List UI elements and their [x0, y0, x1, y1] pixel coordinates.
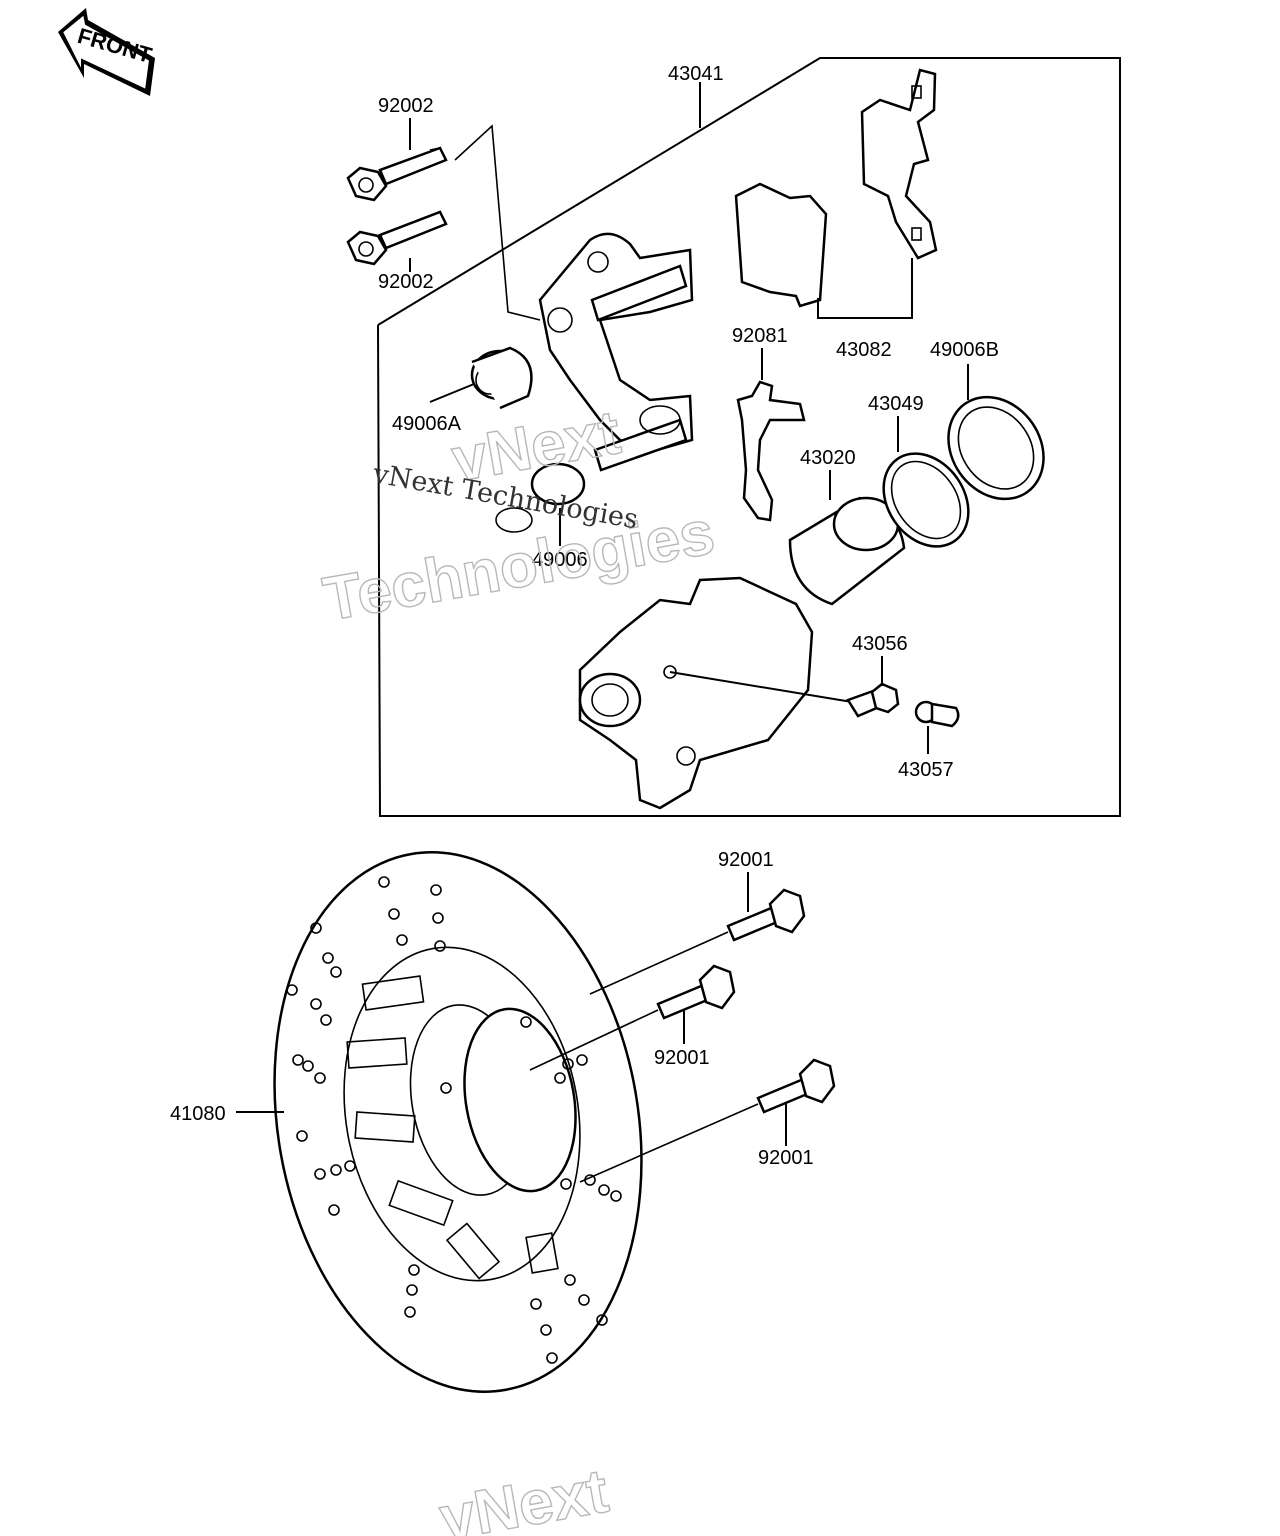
label-49006A: 49006A: [392, 413, 462, 435]
disc-bolt-3-92001: [756, 1058, 836, 1114]
label-92001-1: 92001: [718, 849, 774, 871]
bolt-upper-92002: [346, 146, 448, 202]
label-92002-lower: 92002: [378, 271, 434, 293]
label-92002-upper: 92002: [378, 95, 434, 117]
watermark-bottom: vNext: [435, 1457, 613, 1536]
boot-49006A: [470, 346, 533, 410]
bleed-cap-43057: [914, 700, 960, 728]
pad-spring-92081: [736, 380, 806, 522]
brake-pad-outer: [860, 68, 938, 260]
label-43020: 43020: [800, 447, 856, 469]
label-92001-3: 92001: [758, 1147, 814, 1169]
label-43082: 43082: [836, 339, 892, 361]
brake-pad-inner: [734, 182, 828, 308]
dust-seal-49006B: [947, 395, 1045, 501]
label-49006: 49006: [532, 549, 588, 571]
label-49006B: 49006B: [930, 339, 999, 361]
boot-49006: [495, 462, 586, 533]
bleed-valve-43056: [846, 682, 900, 718]
piston-43020: [788, 496, 906, 606]
label-43041: 43041: [668, 63, 724, 85]
front-arrow-icon: FRONT: [58, 8, 155, 96]
bolt-1-guide-line: [589, 931, 729, 995]
label-43056: 43056: [852, 633, 908, 655]
caliper-bracket: [538, 232, 694, 472]
leader-43082: [817, 258, 913, 319]
disc-bolt-1-92001: [726, 888, 806, 942]
bolt-lower-92002: [346, 210, 448, 266]
bolt-2-guide-line: [529, 1009, 659, 1071]
disc-bolt-2-92001: [656, 964, 736, 1020]
bolt-3-guide-line: [579, 1103, 759, 1183]
brake-disc-41080: [273, 851, 643, 1393]
caliper-assembly-frame: [377, 57, 1121, 817]
caliper-body: [578, 576, 814, 810]
disc-drill-holes: [286, 876, 622, 1364]
piston-seal-43049: [882, 452, 970, 548]
label-41080: 41080: [170, 1103, 226, 1125]
label-92001-2: 92001: [654, 1047, 710, 1069]
bleed-guide-line: [669, 671, 853, 703]
label-43057: 43057: [898, 759, 954, 781]
leader-49006A: [429, 383, 475, 403]
label-92081: 92081: [732, 325, 788, 347]
label-43049: 43049: [868, 393, 924, 415]
disc-vent-slots: [346, 975, 559, 1280]
bolt-guide-line: [454, 124, 541, 321]
